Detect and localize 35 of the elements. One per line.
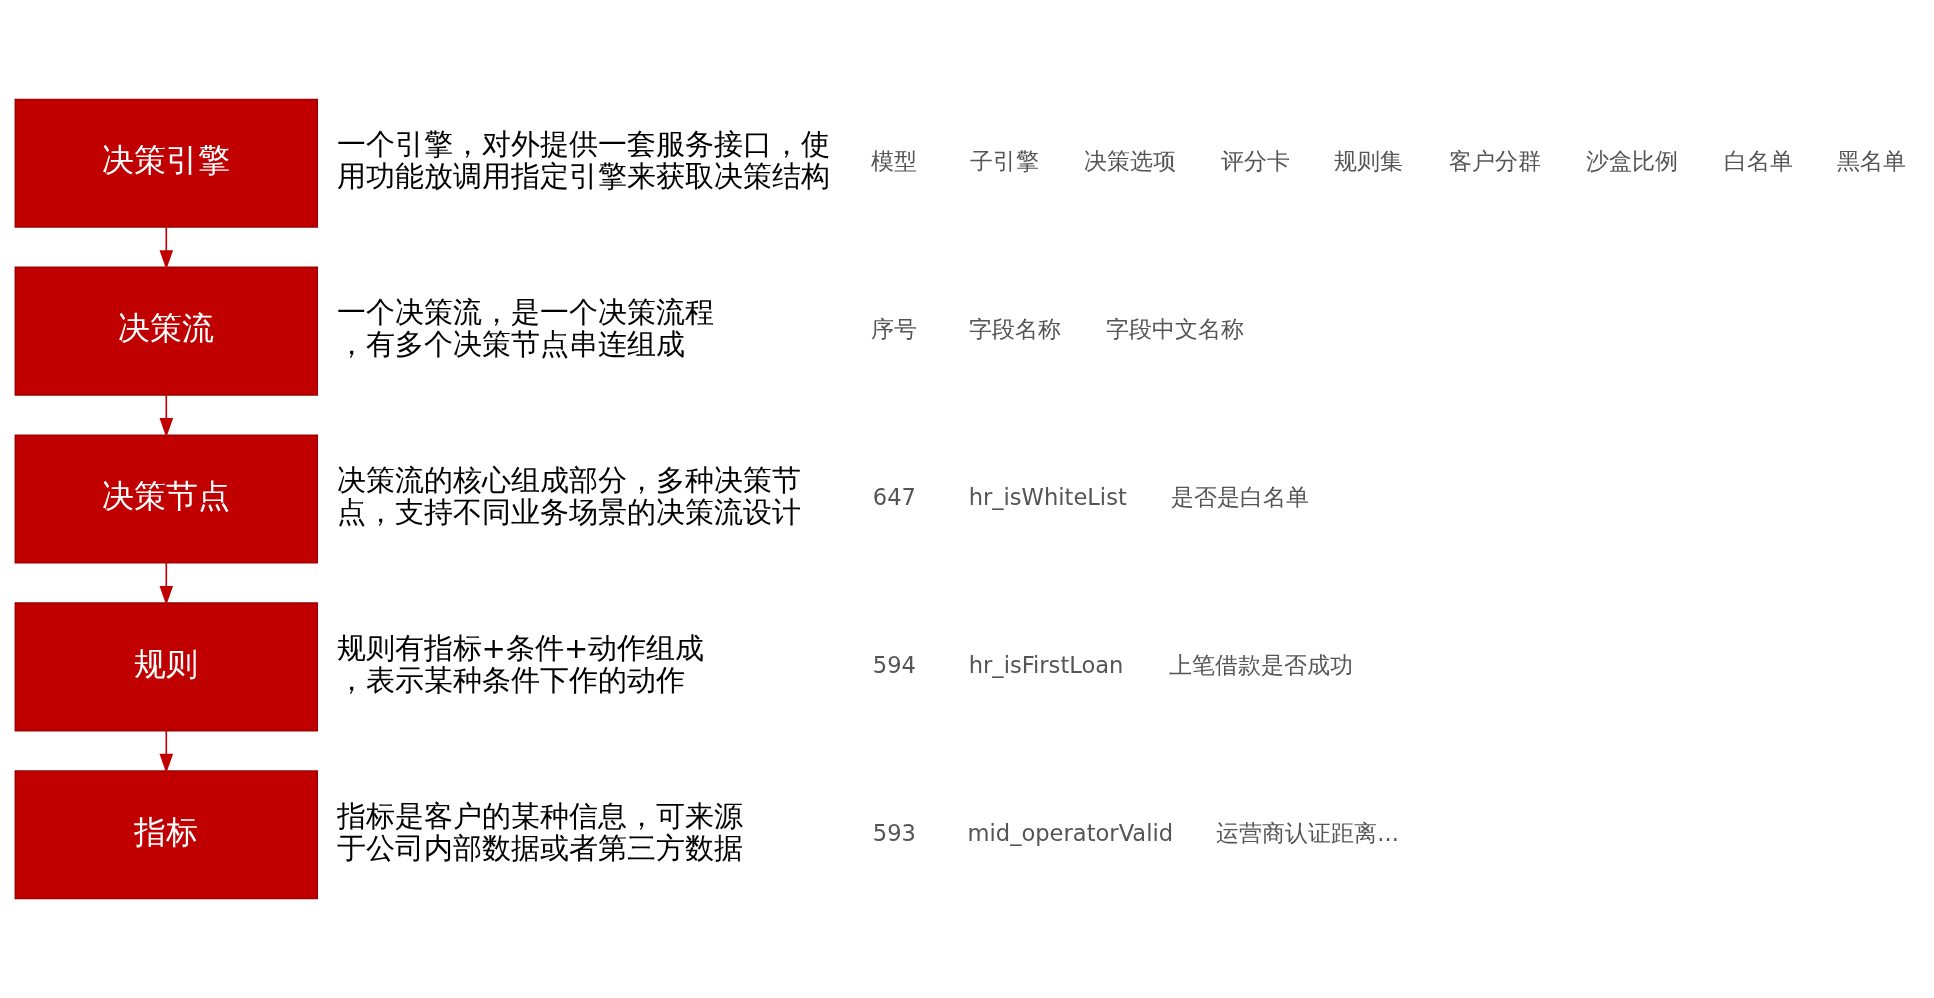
label: mid_operatorValid — [967, 819, 1174, 846]
arrow — [159, 226, 174, 270]
label: 黑名单 — [1836, 148, 1906, 175]
label: 字段中文名称 — [1106, 316, 1245, 343]
label: 上笔借款是否成功 — [1168, 651, 1353, 678]
node-box: 决策流 — [14, 266, 319, 396]
label: 593 — [872, 819, 916, 846]
label: 运营商认证距离... — [1216, 819, 1399, 846]
node-box: 指标 — [14, 770, 319, 900]
label: 字段名称 — [969, 316, 1062, 343]
label: 规则集 — [1334, 148, 1404, 175]
label: 白名单 — [1723, 148, 1793, 175]
label: 序号 — [871, 316, 918, 343]
arrow — [159, 729, 174, 774]
label: 是否是白名单 — [1170, 483, 1309, 510]
label: 647 — [872, 483, 916, 510]
arrow — [159, 394, 174, 438]
node-box: 规则 — [14, 602, 319, 732]
node-label: 一个引擎，对外提供一套服务接口，使用功能放调用指定引擎来获取决策结构 — [336, 127, 830, 194]
label: 子引擎 — [969, 148, 1039, 175]
node-box: 决策节点 — [14, 434, 319, 564]
node-box: 决策引擎 — [14, 98, 319, 228]
label: 客户分群 — [1448, 148, 1541, 175]
node-label: 一个决策流，是一个决策流程，有多个决策节点串连组成 — [336, 295, 714, 362]
label: 决策选项 — [1084, 148, 1177, 175]
arrow — [159, 562, 174, 606]
node-label: 规则有指标+条件+动作组成，表示某种条件下作的动作 — [336, 630, 705, 698]
label: hr_isWhiteList — [968, 483, 1127, 510]
label: 594 — [872, 651, 916, 678]
label: 模型 — [871, 148, 918, 175]
label: 评分卡 — [1221, 148, 1291, 175]
node-label: 决策流的核心组成部分，多种决策节点，支持不同业务场景的决策流设计 — [336, 462, 801, 530]
label: 沙盒比例 — [1586, 148, 1679, 175]
label: hr_isFirstLoan — [968, 651, 1124, 678]
node-label: 指标是客户的某种信息，可来源于公司内部数据或者第三方数据 — [336, 798, 743, 866]
